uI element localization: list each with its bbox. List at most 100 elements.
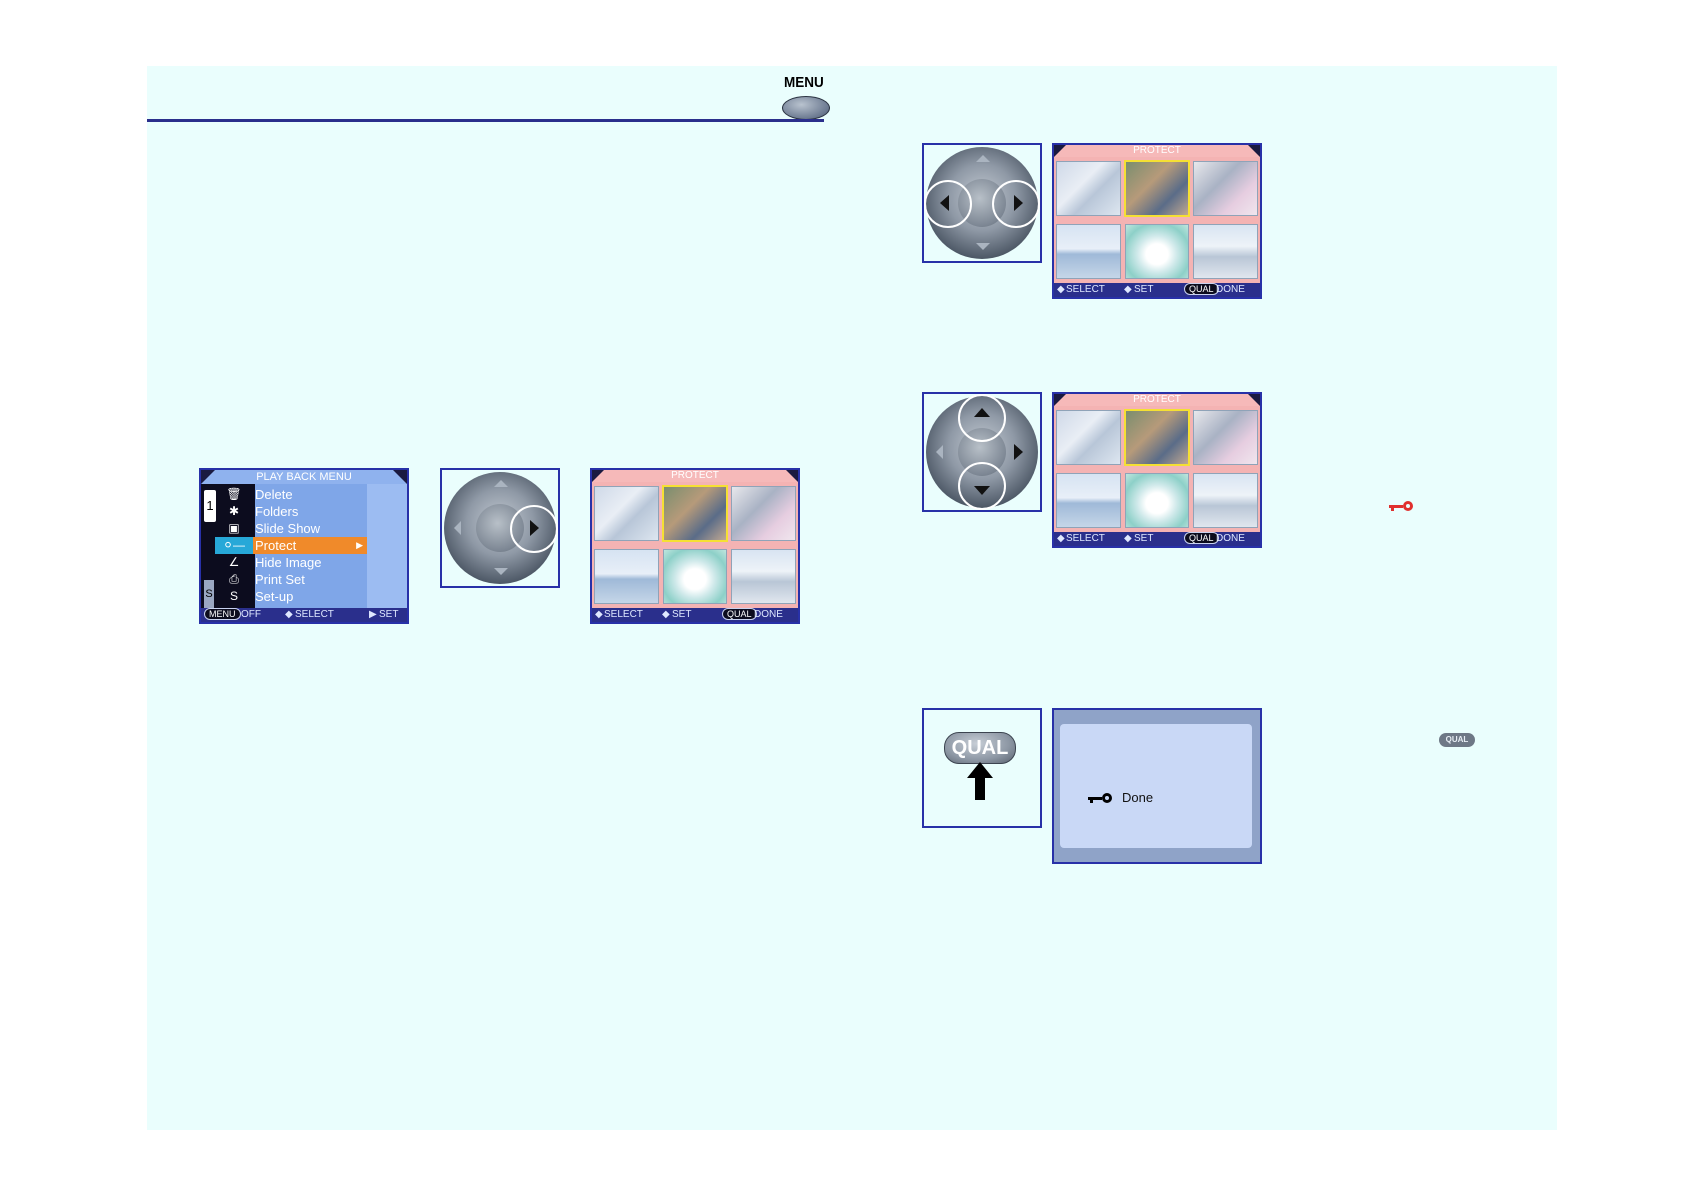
qual-pill: QUAL	[1184, 532, 1219, 544]
arrow-down-icon	[976, 243, 990, 250]
menu-item-delete[interactable]: 🗑 Delete	[215, 486, 367, 503]
thumbnail[interactable]	[594, 486, 659, 541]
thumbnail-selected[interactable]	[1123, 409, 1191, 466]
thumbnail[interactable]	[1193, 161, 1258, 216]
slideshow-icon: ▣	[228, 521, 240, 535]
menu-item-label: Protect	[255, 538, 297, 553]
done-panel: Done	[1060, 724, 1252, 848]
menu-button-label: MENU	[784, 74, 824, 91]
arrow-left-icon	[936, 445, 943, 459]
thumbnail-grid	[1054, 157, 1260, 283]
menu-item-print-set[interactable]: ⎙ Print Set	[215, 571, 367, 588]
footer-set: SET	[1134, 284, 1154, 295]
protect-screen-1: PROTECT ◆ SELECT ◆ SET QUAL DONE	[590, 468, 800, 624]
updown-icon: ◆	[1124, 284, 1132, 295]
arrow-up-icon	[494, 480, 508, 487]
protect-title: PROTECT	[1054, 145, 1260, 157]
footer-select: SELECT	[295, 609, 334, 620]
protect-footer: ◆ SELECT ◆ SET QUAL DONE	[1054, 532, 1260, 546]
thumbnail[interactable]	[1056, 224, 1121, 279]
footer-select: SELECT	[1066, 533, 1105, 544]
menu-item-protect[interactable]: ⚪— Protect ▶	[215, 537, 367, 554]
key-icon: ⚪—	[215, 537, 253, 554]
hide-image-icon: ∠	[228, 555, 240, 569]
qual-pill: QUAL	[722, 608, 757, 620]
arrow-right-icon	[1014, 444, 1023, 460]
footer-set: SET	[672, 609, 692, 620]
footer-off: OFF	[241, 609, 261, 620]
thumbnail[interactable]	[1056, 161, 1121, 216]
updown-icon: ◆	[662, 609, 670, 620]
playback-menu-footer: MENU OFF ◆ SELECT ▶ SET	[201, 608, 407, 622]
multi-selector-frame-up-down	[922, 392, 1042, 512]
menu-item-label: Set-up	[255, 589, 294, 604]
protect-title: PROTECT	[592, 470, 798, 482]
footer-set: SET	[379, 609, 399, 620]
menu-item-setup[interactable]: S Set-up	[215, 588, 367, 605]
thumbnail-grid	[592, 482, 798, 608]
multi-selector-icon	[924, 147, 1040, 259]
multi-selector-icon	[926, 394, 1038, 510]
menu-item-label: Delete	[255, 487, 293, 502]
arrow-left-icon	[454, 521, 461, 535]
print-icon: ⎙	[229, 572, 239, 586]
menu-right-pane	[367, 484, 407, 608]
menu-item-slide-show[interactable]: ▣ Slide Show	[215, 520, 367, 537]
footer-set: SET	[1134, 533, 1154, 544]
thumbnail[interactable]	[1056, 410, 1121, 465]
highlight-left-ring	[924, 180, 972, 228]
thumbnail[interactable]	[1124, 224, 1190, 279]
done-screen: Done	[1052, 708, 1262, 864]
qual-button-frame: QUAL	[922, 708, 1042, 828]
thumbnail[interactable]	[731, 549, 796, 604]
menu-button-icon	[782, 96, 830, 120]
menu-item-label: Slide Show	[255, 521, 321, 536]
trash-icon: 🗑	[226, 487, 242, 501]
footer-done: DONE	[1216, 284, 1245, 295]
qual-button[interactable]: QUAL	[944, 732, 1016, 764]
menu-item-hide-image[interactable]: ∠ Hide Image	[215, 554, 367, 571]
protect-key-icon	[1389, 501, 1413, 511]
multi-selector-icon: ◆	[595, 609, 603, 620]
footer-done: DONE	[754, 609, 783, 620]
menu-item-label: Print Set	[255, 572, 305, 587]
thumbnail-grid	[1054, 406, 1260, 532]
header-rule	[147, 119, 824, 122]
menu-pill: MENU	[204, 608, 241, 620]
thumbnail[interactable]	[1193, 410, 1258, 465]
submenu-arrow-icon: ▶	[356, 540, 363, 550]
playback-menu-screen: PLAY BACK MENU 1 S 🗑 Delete ✱ Folders ▣ …	[199, 468, 409, 624]
menu-item-folders[interactable]: ✱ Folders	[215, 503, 367, 520]
qual-button-small: QUAL	[1439, 733, 1475, 747]
multi-selector-frame-right	[440, 468, 560, 588]
menu-item-label: Folders	[255, 504, 299, 519]
thumbnail[interactable]	[731, 486, 796, 541]
arrow-up-icon	[967, 762, 993, 800]
thumbnail[interactable]	[662, 549, 728, 604]
arrow-down-icon	[494, 568, 508, 575]
thumbnail[interactable]	[594, 549, 659, 604]
protect-screen-2: PROTECT ◆ SELECT ◆ SET QUAL DONE	[1052, 143, 1262, 299]
protect-footer: ◆ SELECT ◆ SET QUAL DONE	[1054, 283, 1260, 297]
footer-done: DONE	[1216, 533, 1245, 544]
thumbnail[interactable]	[1124, 473, 1190, 528]
multi-selector-icon: ◆	[1057, 284, 1065, 295]
thumbnail-selected[interactable]	[1123, 160, 1191, 217]
highlight-right-ring	[992, 180, 1040, 228]
multi-selector-icon: ◆	[1057, 533, 1065, 544]
right-arrow-icon: ▶	[369, 609, 377, 620]
folders-icon: ✱	[228, 504, 240, 518]
setup-icon: S	[229, 589, 238, 603]
thumbnail-selected[interactable]	[661, 485, 729, 542]
arrow-up-icon	[976, 155, 990, 162]
menu-item-label: Hide Image	[255, 555, 322, 570]
highlight-up-ring	[958, 394, 1006, 442]
thumbnail[interactable]	[1193, 473, 1258, 528]
thumbnail[interactable]	[1193, 224, 1258, 279]
playback-menu-title: PLAY BACK MENU	[201, 470, 407, 484]
updown-icon: ◆	[1124, 533, 1132, 544]
thumbnail[interactable]	[1056, 473, 1121, 528]
qual-pill: QUAL	[1184, 283, 1219, 295]
footer-select: SELECT	[604, 609, 643, 620]
done-message: Done	[1122, 790, 1154, 805]
